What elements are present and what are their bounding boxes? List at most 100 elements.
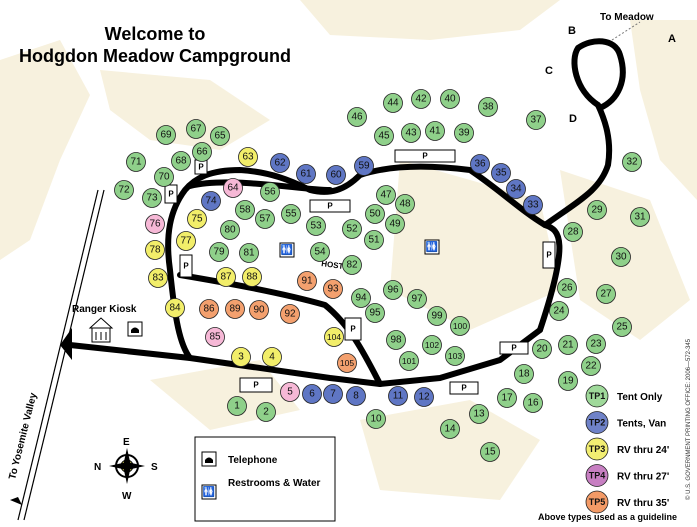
legend-swatch xyxy=(585,437,609,461)
campsite-marker xyxy=(323,279,343,299)
svg-text:P: P xyxy=(546,251,552,260)
campsite-number: 88 xyxy=(246,272,258,283)
campsite-number: 85 xyxy=(209,332,221,343)
legend-swatch xyxy=(585,384,609,408)
campsite-number: 99 xyxy=(431,311,443,322)
campsite-45: 45 xyxy=(374,126,394,146)
campsite-64: 64 xyxy=(223,178,243,198)
campsite-15: 15 xyxy=(480,442,500,462)
campsite-number: 24 xyxy=(553,306,565,317)
campsite-31: 31 xyxy=(630,207,650,227)
svg-text:🚻: 🚻 xyxy=(203,485,215,498)
legend-swatch xyxy=(585,411,609,434)
campsite-marker xyxy=(622,152,642,172)
campsite-29: 29 xyxy=(587,200,607,220)
campsite-40: 40 xyxy=(440,89,460,109)
campsite-marker xyxy=(256,402,276,422)
telephone-icon xyxy=(127,321,143,337)
campsite-number: 97 xyxy=(411,294,423,305)
campsite-marker xyxy=(262,347,282,367)
campsite-76: 76 xyxy=(145,214,165,234)
campsite-56: 56 xyxy=(260,182,280,202)
campsite-85: 85 xyxy=(205,327,225,347)
campsite-number: 49 xyxy=(389,219,401,230)
campsite-marker xyxy=(154,167,174,187)
campsite-104: 104 xyxy=(324,327,344,347)
campsite-marker xyxy=(239,243,259,263)
campsite-number: 76 xyxy=(149,219,161,230)
campsite-marker xyxy=(347,107,367,127)
restroom-icon: 🚻 xyxy=(279,242,295,258)
compass-s: S xyxy=(151,462,158,473)
campsite-81: 81 xyxy=(239,243,259,263)
campsite-11: 11 xyxy=(388,386,408,406)
campsite-7: 7 xyxy=(323,384,343,404)
campsite-marker xyxy=(324,327,344,347)
campsite-number: 34 xyxy=(510,184,522,195)
campsite-marker xyxy=(445,346,465,366)
campsite-82: 82 xyxy=(342,255,362,275)
campsite-102: 102 xyxy=(422,335,442,355)
campsite-marker xyxy=(414,387,434,407)
campsite-62: 62 xyxy=(270,153,290,173)
campsite-number: 8 xyxy=(353,391,359,402)
campsite-8: 8 xyxy=(346,386,366,406)
campsite-48: 48 xyxy=(395,194,415,214)
campsite-61: 61 xyxy=(296,164,316,184)
campsite-marker xyxy=(440,89,460,109)
campsite-marker xyxy=(223,178,243,198)
campsite-marker xyxy=(231,347,251,367)
campsite-marker xyxy=(227,396,247,416)
campsite-marker xyxy=(176,231,196,251)
campsite-marker xyxy=(469,404,489,424)
campsite-5: 5 xyxy=(280,382,300,402)
campsite-17: 17 xyxy=(497,388,517,408)
campsite-number: 67 xyxy=(190,124,202,135)
campsite-19: 19 xyxy=(558,371,578,391)
campsite-number: 52 xyxy=(346,224,358,235)
campsite-number: 23 xyxy=(590,339,602,350)
kiosk-icon xyxy=(88,317,114,343)
title-line1: Welcome to xyxy=(105,24,206,44)
campsite-number: 87 xyxy=(220,272,232,283)
campsite-marker xyxy=(280,304,300,324)
campsite-86: 86 xyxy=(199,299,219,319)
campsite-number: 81 xyxy=(243,248,255,259)
campsite-number: 10 xyxy=(370,414,382,425)
campsite-34: 34 xyxy=(506,179,526,199)
campsite-27: 27 xyxy=(596,284,616,304)
campsite-54: 54 xyxy=(310,242,330,262)
campsite-38: 38 xyxy=(478,97,498,117)
campsite-marker xyxy=(297,271,317,291)
campsite-marker xyxy=(611,247,631,267)
campsite-marker xyxy=(366,409,386,429)
campsite-marker xyxy=(383,93,403,113)
host-label: HOST xyxy=(321,259,344,271)
campsite-number: 44 xyxy=(387,98,399,109)
campsite-number: 29 xyxy=(591,205,603,216)
facilities-legend: Telephone 🚻 Restrooms & Water xyxy=(194,436,336,522)
campsite-number: 21 xyxy=(562,340,574,351)
campsite-30: 30 xyxy=(611,247,631,267)
campsite-marker xyxy=(587,200,607,220)
legend-code: TP3 xyxy=(589,444,606,454)
campsite-26: 26 xyxy=(557,278,577,298)
campsite-number: 39 xyxy=(458,128,470,139)
campsite-number: 57 xyxy=(259,214,271,225)
campsite-100: 100 xyxy=(450,316,470,336)
svg-text:P: P xyxy=(327,202,333,211)
legend-code: TP4 xyxy=(589,471,606,481)
campsite-number: 74 xyxy=(205,196,217,207)
campsite-number: 50 xyxy=(369,209,381,220)
campsite-marker xyxy=(201,191,221,211)
campsite-marker xyxy=(216,267,236,287)
campsite-marker xyxy=(558,371,578,391)
campsite-number: 70 xyxy=(158,172,170,183)
restroom-icon: 🚻 xyxy=(424,239,440,255)
campsite-59: 59 xyxy=(354,156,374,176)
campsite-marker xyxy=(148,268,168,288)
campsite-marker xyxy=(532,339,552,359)
campsite-marker xyxy=(220,220,240,240)
campsite-marker xyxy=(302,384,322,404)
